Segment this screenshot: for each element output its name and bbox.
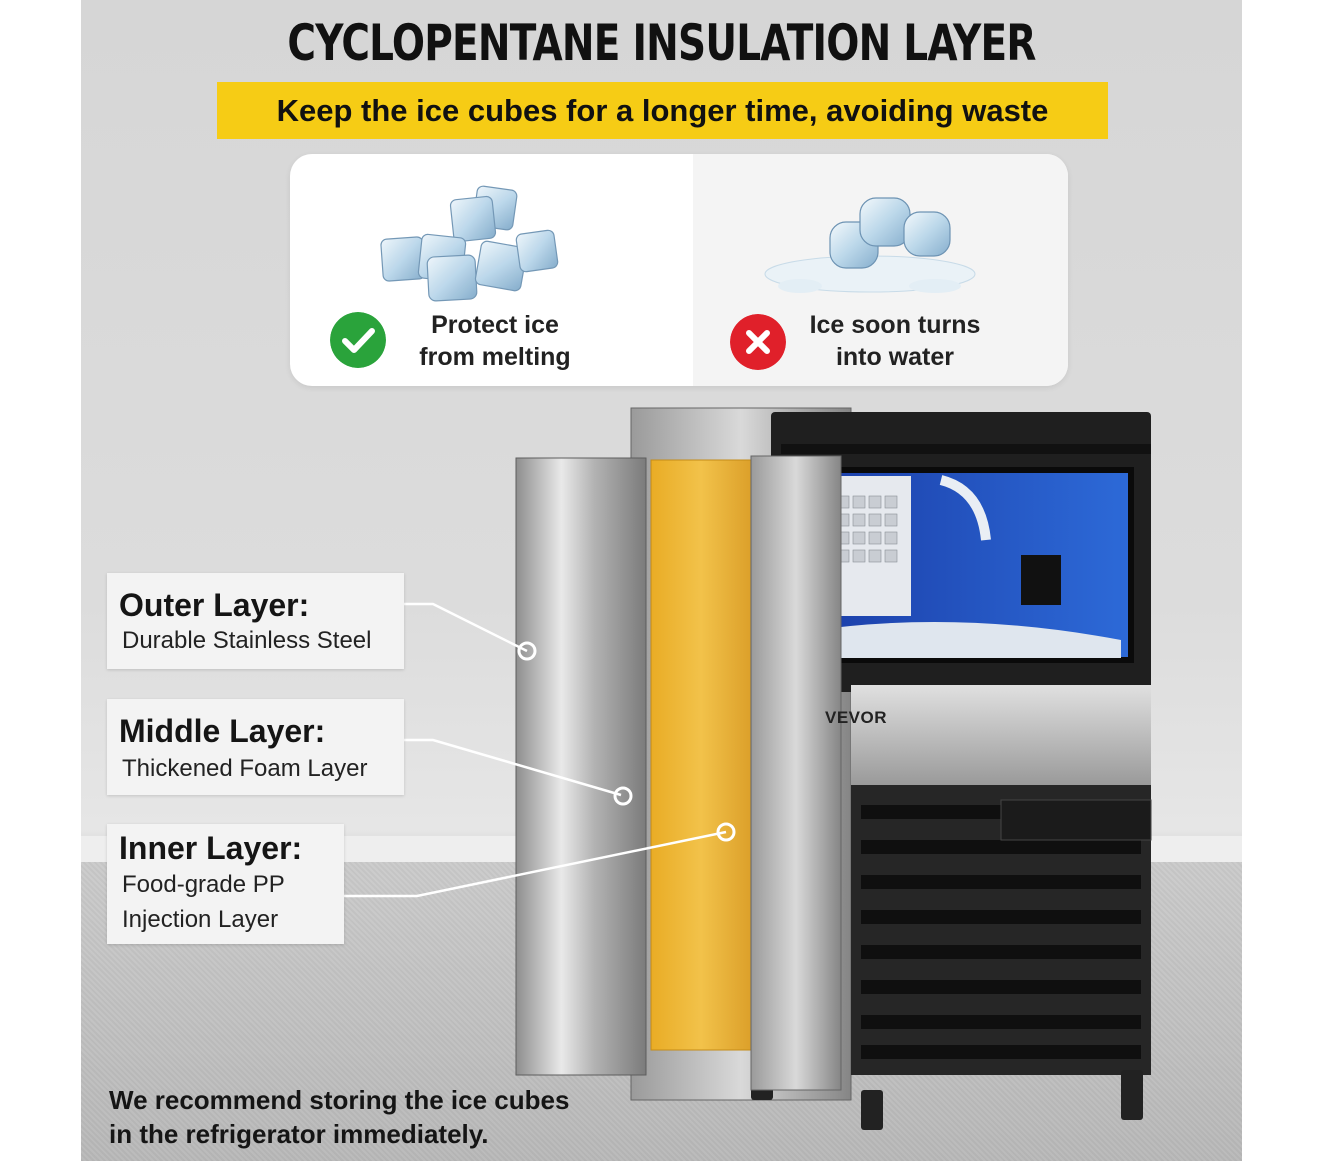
bad-caption-line2: into water [835, 343, 955, 371]
storage-recommendation: We recommend storing the ice cubes in th… [109, 1083, 569, 1151]
subtitle-text: Keep the ice cubes for a longer time, av… [276, 93, 1049, 128]
bad-caption-line1: Ice soon turns [809, 311, 981, 339]
storage-recommendation-line2: in the refrigerator immediately. [109, 1119, 489, 1149]
cross-icon [730, 314, 786, 370]
good-caption: Protect ice from melting [405, 309, 585, 373]
storage-recommendation-line1: We recommend storing the ice cubes [109, 1085, 570, 1115]
page-title: CYCLOPENTANE INSULATION LAYER [287, 14, 1036, 72]
comparison-card: Protect ice from melting Ice soon turns … [290, 154, 1068, 386]
brand-logo-text: VEVOR [825, 708, 888, 727]
good-caption-line1: Protect ice [431, 311, 559, 339]
ice-machine-illustration [515, 407, 1152, 1130]
middle-layer-label: Middle Layer: Thickened Foam Layer [107, 699, 404, 795]
outer-layer-label: Outer Layer: Durable Stainless Steel [107, 573, 404, 669]
layer-connector-lines [343, 602, 736, 898]
melting-ice-cubes-image [764, 197, 976, 293]
outer-layer-title: Outer Layer: [119, 587, 310, 623]
good-caption-line2: from melting [419, 343, 571, 371]
inner-layer-desc-line1: Food-grade PP [122, 871, 285, 898]
middle-layer-title: Middle Layer: [119, 713, 326, 749]
inner-layer-label: Inner Layer: Food-grade PP Injection Lay… [107, 824, 344, 944]
intact-ice-cubes-image [380, 185, 559, 302]
product-infographic: CYCLOPENTANE INSULATION LAYER Keep the i… [81, 0, 1242, 1161]
subtitle-banner: Keep the ice cubes for a longer time, av… [217, 82, 1108, 139]
middle-layer-desc: Thickened Foam Layer [122, 755, 368, 782]
check-icon [330, 312, 386, 368]
inner-layer-title: Inner Layer: [119, 830, 303, 866]
outer-layer-desc: Durable Stainless Steel [122, 627, 372, 654]
bad-caption: Ice soon turns into water [795, 309, 995, 373]
inner-layer-desc-line2: Injection Layer [122, 906, 279, 933]
